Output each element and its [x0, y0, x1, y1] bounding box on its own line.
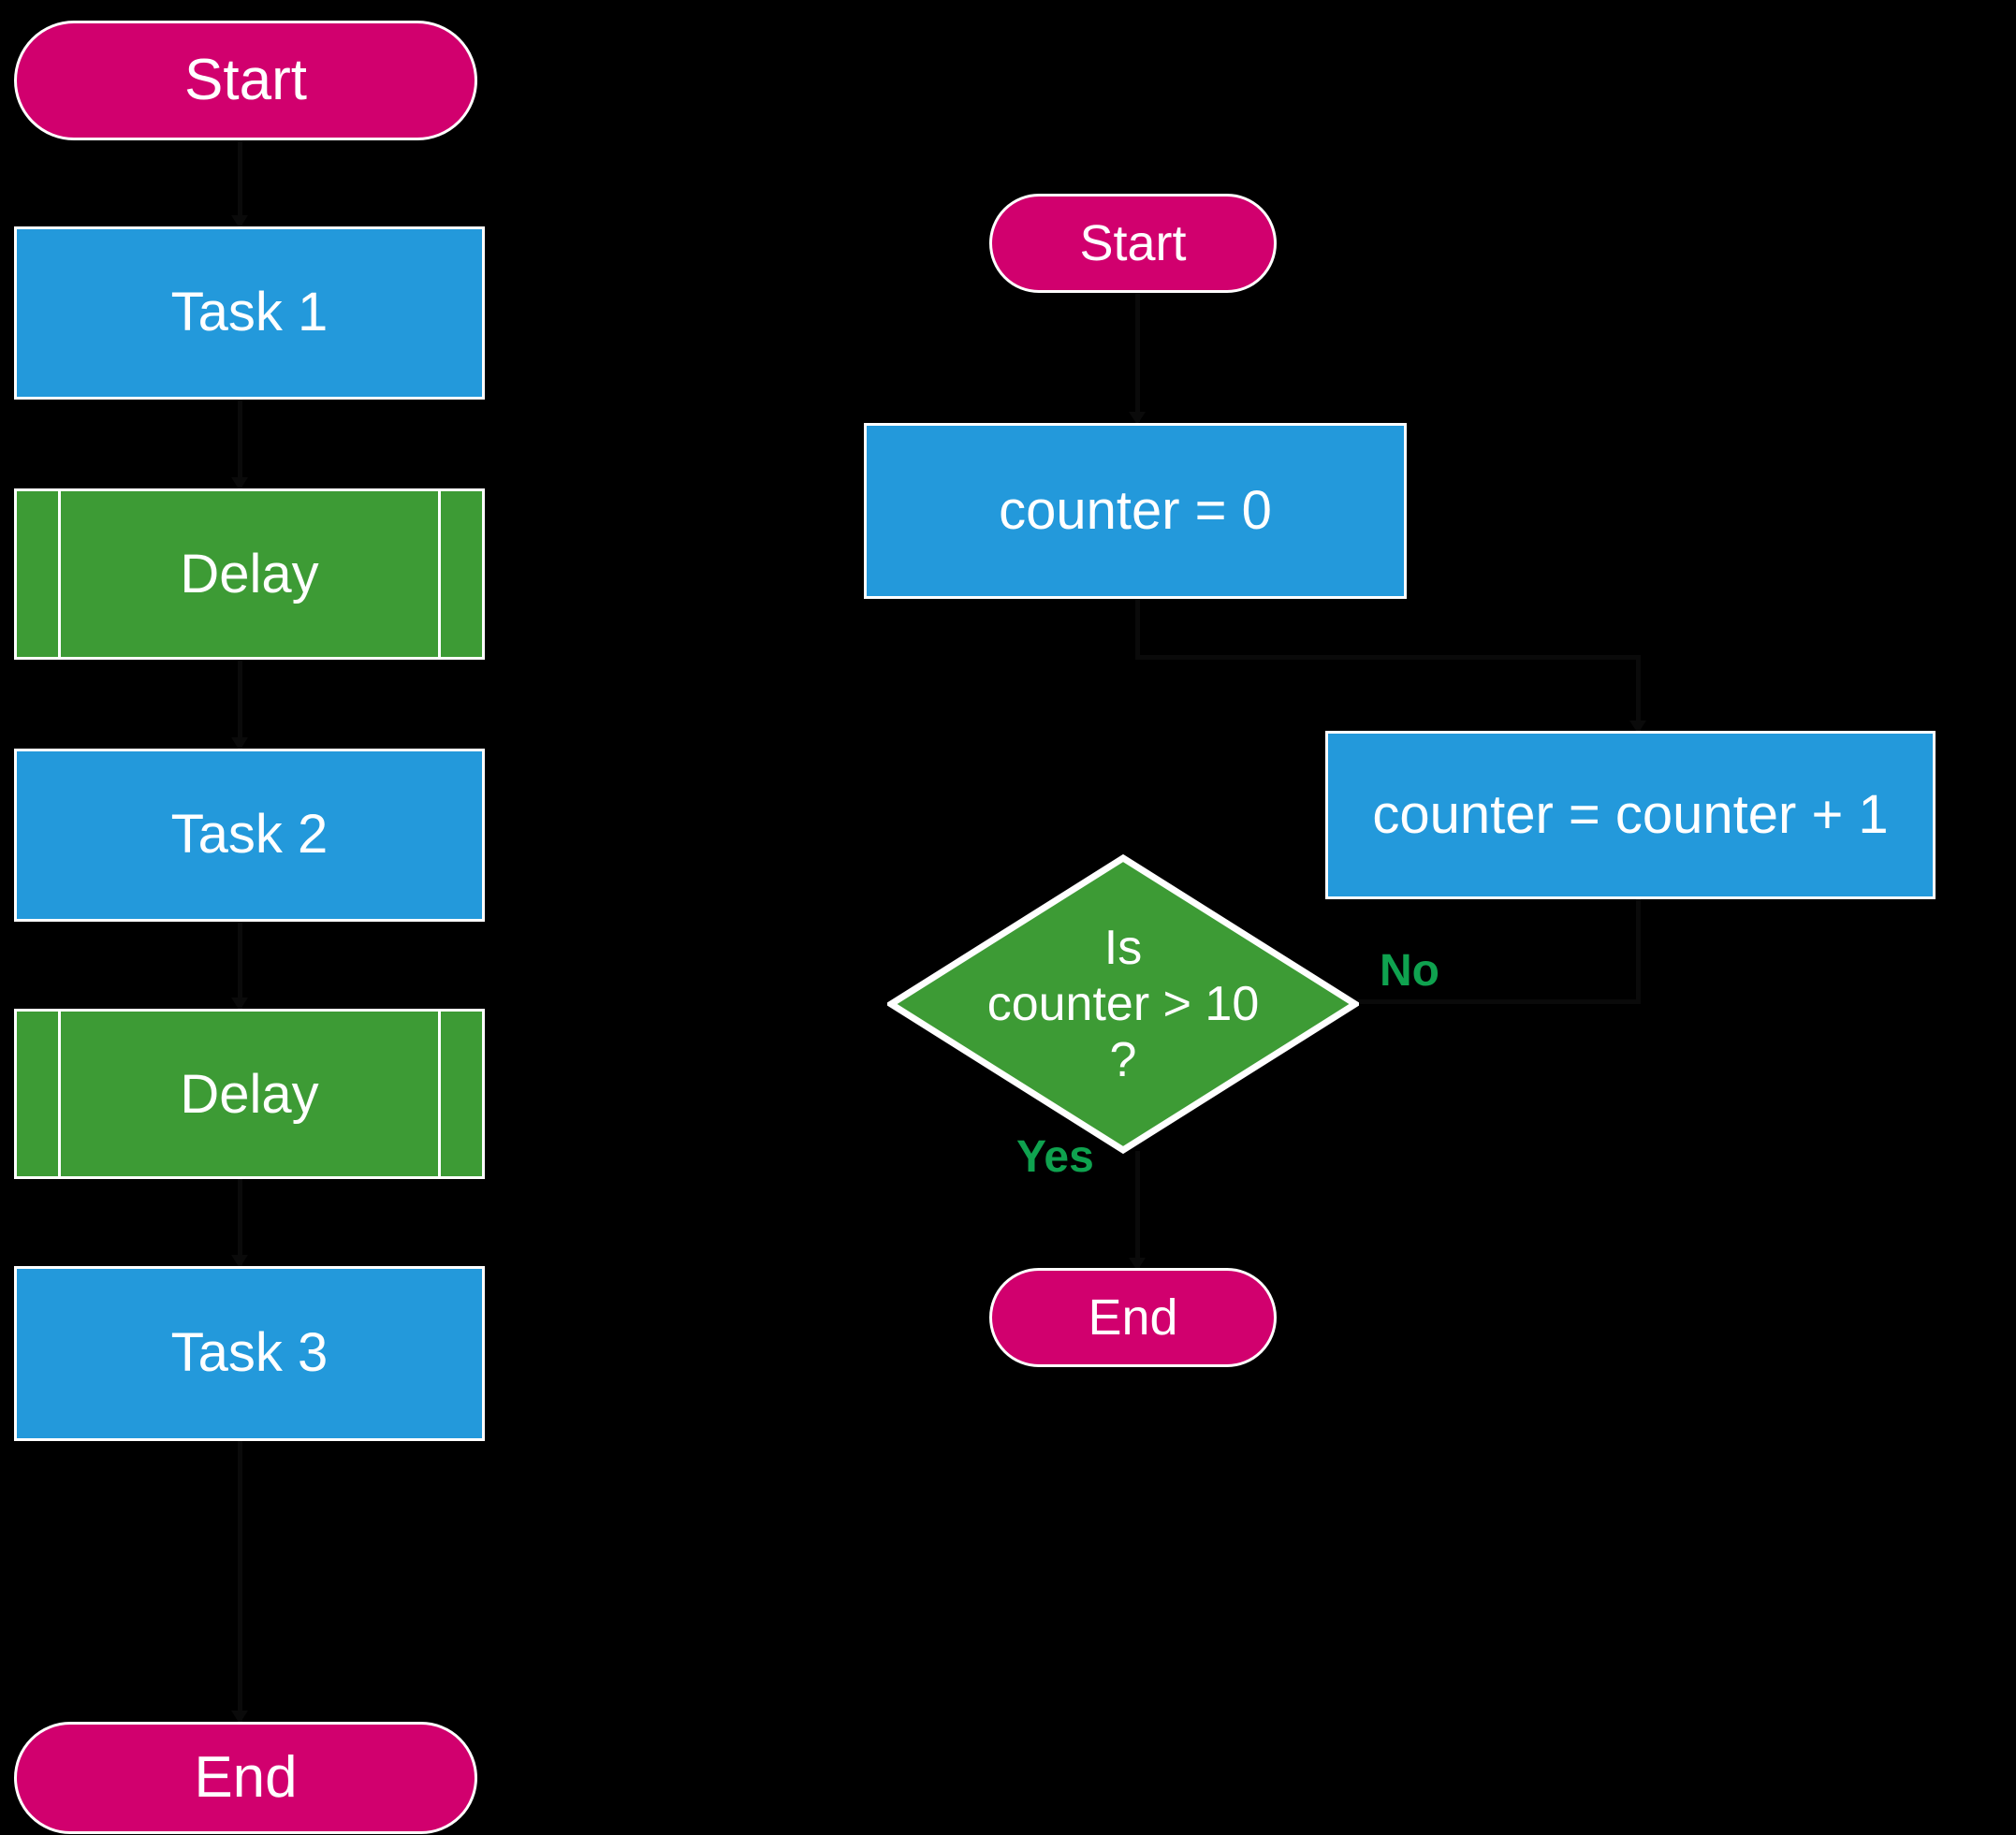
node-label: Start — [1079, 214, 1187, 271]
arrowhead-init — [1129, 412, 1146, 425]
connector-init-to-increment-down — [1135, 599, 1140, 655]
connector-task1-to-delay1 — [238, 400, 242, 488]
node-left-delay-1[interactable]: Delay — [14, 488, 485, 660]
connector-init-to-increment-across — [1135, 655, 1641, 660]
node-label: counter = counter + 1 — [1372, 783, 1889, 845]
connector-delay1-to-task2 — [238, 660, 242, 749]
node-left-task-2[interactable]: Task 2 — [14, 749, 485, 922]
connector-task2-to-delay2 — [238, 922, 242, 1009]
arrowhead-increment — [1629, 721, 1646, 734]
edge-label-text: Yes — [1016, 1132, 1094, 1182]
connector-increment-inlet — [1636, 655, 1641, 732]
node-left-task-1[interactable]: Task 1 — [14, 226, 485, 400]
arrowhead-task3 — [231, 1255, 248, 1268]
arrowhead-task2 — [231, 737, 248, 750]
edge-label-no: No — [1380, 945, 1439, 997]
node-right-start[interactable]: Start — [989, 194, 1277, 293]
connector-rstart-to-init — [1135, 293, 1140, 422]
delay-left-rule — [58, 491, 61, 657]
connector-decision-to-end — [1135, 1151, 1140, 1268]
connector-start-to-task1 — [238, 140, 242, 226]
delay-right-rule — [438, 1012, 441, 1176]
node-label: Delay — [180, 1063, 319, 1125]
connector-increment-to-decision-across — [1357, 999, 1641, 1004]
node-right-end[interactable]: End — [989, 1268, 1277, 1367]
node-left-start[interactable]: Start — [14, 21, 477, 140]
node-left-delay-2[interactable]: Delay — [14, 1009, 485, 1179]
connector-delay2-to-task3 — [238, 1179, 242, 1266]
node-left-end[interactable]: End — [14, 1722, 477, 1834]
node-label: Task 3 — [170, 1322, 329, 1384]
delay-left-rule — [58, 1012, 61, 1176]
node-label: Delay — [180, 544, 319, 604]
node-label: Start — [184, 48, 307, 113]
arrowhead-delay2 — [231, 998, 248, 1011]
node-right-counter-init[interactable]: counter = 0 — [864, 423, 1407, 599]
arrowhead-task1 — [231, 215, 248, 228]
node-label: Task 2 — [170, 804, 329, 866]
edge-label-yes: Yes — [1016, 1131, 1094, 1183]
node-label: counter = 0 — [999, 479, 1272, 541]
node-left-task-3[interactable]: Task 3 — [14, 1266, 485, 1441]
node-right-decision[interactable]: Is counter > 10 ? — [887, 854, 1359, 1154]
edge-label-text: No — [1380, 946, 1439, 996]
arrowhead-delay1 — [231, 477, 248, 490]
connector-increment-to-decision-down — [1636, 898, 1641, 1001]
node-label: End — [1088, 1289, 1178, 1346]
node-right-counter-increment[interactable]: counter = counter + 1 — [1325, 731, 1936, 899]
node-label: End — [194, 1745, 298, 1811]
connector-task3-to-end — [238, 1441, 242, 1722]
arrowhead-left-end — [231, 1711, 248, 1724]
delay-right-rule — [438, 491, 441, 657]
node-label: Task 1 — [170, 282, 329, 343]
